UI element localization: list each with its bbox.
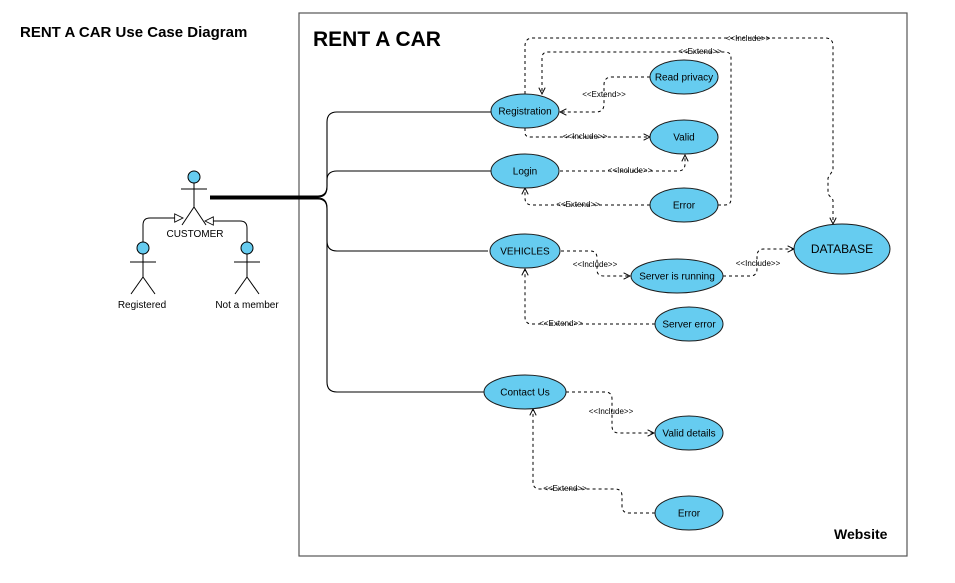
- use-case-read-privacy-label: Read privacy: [655, 73, 713, 84]
- use-case-contact-us-label: Contact Us: [500, 388, 549, 399]
- use-case-valid-details-label: Valid details: [662, 429, 715, 440]
- dep-registration-database: [524, 37, 833, 224]
- use-case-server-error-label: Server error: [662, 320, 716, 331]
- use-case-vehicles-label: VEHICLES: [500, 247, 550, 258]
- actor-customer-label: CUSTOMER: [166, 229, 223, 240]
- assoc-vehicles: [210, 197, 488, 252]
- stereo-extend-servererror: <<Extend>>: [539, 319, 583, 328]
- use-case-registration-label: Registration: [498, 107, 551, 118]
- use-case-login[interactable]: Login: [490, 153, 560, 189]
- stereo-include-login-valid: <<Include>>: [608, 166, 653, 175]
- generalization-registered: [142, 218, 183, 242]
- dep-errorcontact-contact: [533, 409, 655, 514]
- actor-customer-head: [187, 170, 201, 184]
- actor-registered[interactable]: Registered: [118, 241, 166, 311]
- use-case-error-login-label: Error: [673, 201, 696, 212]
- actor-registered-label: Registered: [118, 300, 166, 311]
- use-case-database-label: DATABASE: [811, 242, 873, 256]
- stereo-extend-readprivacy: <<Extend>>: [582, 90, 626, 99]
- use-case-error-contact[interactable]: Error: [654, 495, 724, 531]
- dep-server-database: [723, 249, 794, 277]
- system-boundary: [298, 12, 908, 557]
- actor-not-member[interactable]: Not a member: [215, 241, 279, 311]
- use-case-server-running-label: Server is running: [639, 272, 715, 283]
- stereo-extend-error-registration: <<Extend>>: [678, 47, 722, 56]
- use-case-database[interactable]: DATABASE: [793, 223, 891, 275]
- dep-vehicles-server: [561, 250, 630, 276]
- stereo-extend-errorcontact: <<Extend>>: [543, 484, 587, 493]
- stereo-include-registration-database: <<Include>>: [726, 34, 771, 43]
- use-case-valid[interactable]: Valid: [649, 119, 719, 155]
- actor-not-member-label: Not a member: [215, 300, 279, 311]
- use-case-server-error[interactable]: Server error: [654, 306, 724, 342]
- generalization-not-member: [205, 221, 248, 242]
- assoc-contact: [210, 198, 485, 393]
- use-case-server-running[interactable]: Server is running: [630, 258, 724, 294]
- dep-error-registration: [542, 51, 732, 206]
- system-caption: Website: [834, 526, 888, 542]
- stereotype-labels: <<Include>> <<Extend>> <<Extend>> <<Incl…: [539, 34, 780, 493]
- actor-customer[interactable]: CUSTOMER: [166, 170, 224, 240]
- use-case-error-login[interactable]: Error: [649, 187, 719, 223]
- associations: [210, 111, 491, 393]
- use-case-registration[interactable]: Registration: [490, 93, 560, 129]
- use-case-error-contact-label: Error: [678, 509, 701, 520]
- generalizations: [142, 218, 248, 242]
- stereo-include-server-database: <<Include>>: [736, 259, 781, 268]
- use-case-valid-label: Valid: [673, 133, 695, 144]
- stereo-include-vehicles-server: <<Include>>: [573, 260, 618, 269]
- assoc-registration: [210, 111, 491, 197]
- actor-registered-head: [136, 241, 150, 255]
- diagram-title: RENT A CAR Use Case Diagram: [20, 24, 248, 41]
- use-case-vehicles[interactable]: VEHICLES: [489, 233, 561, 269]
- stereo-include-contact-validdetails: <<Include>>: [589, 407, 634, 416]
- use-case-login-label: Login: [513, 167, 537, 178]
- dependencies: [524, 37, 833, 514]
- use-case-valid-details[interactable]: Valid details: [654, 415, 724, 451]
- actor-not-member-head: [240, 241, 254, 255]
- dep-registration-valid: [524, 128, 650, 137]
- stereo-extend-error-login: <<Extend>>: [556, 200, 600, 209]
- system-title: RENT A CAR: [313, 28, 441, 51]
- dep-servererror-vehicles: [525, 269, 655, 325]
- use-case-contact-us[interactable]: Contact Us: [483, 374, 567, 410]
- stereo-include-registration-valid: <<Include>>: [563, 132, 608, 141]
- assoc-login: [210, 170, 491, 198]
- dep-contact-validdetails: [566, 391, 654, 433]
- use-case-read-privacy[interactable]: Read privacy: [649, 59, 719, 95]
- dep-readprivacy-registration: [560, 76, 650, 112]
